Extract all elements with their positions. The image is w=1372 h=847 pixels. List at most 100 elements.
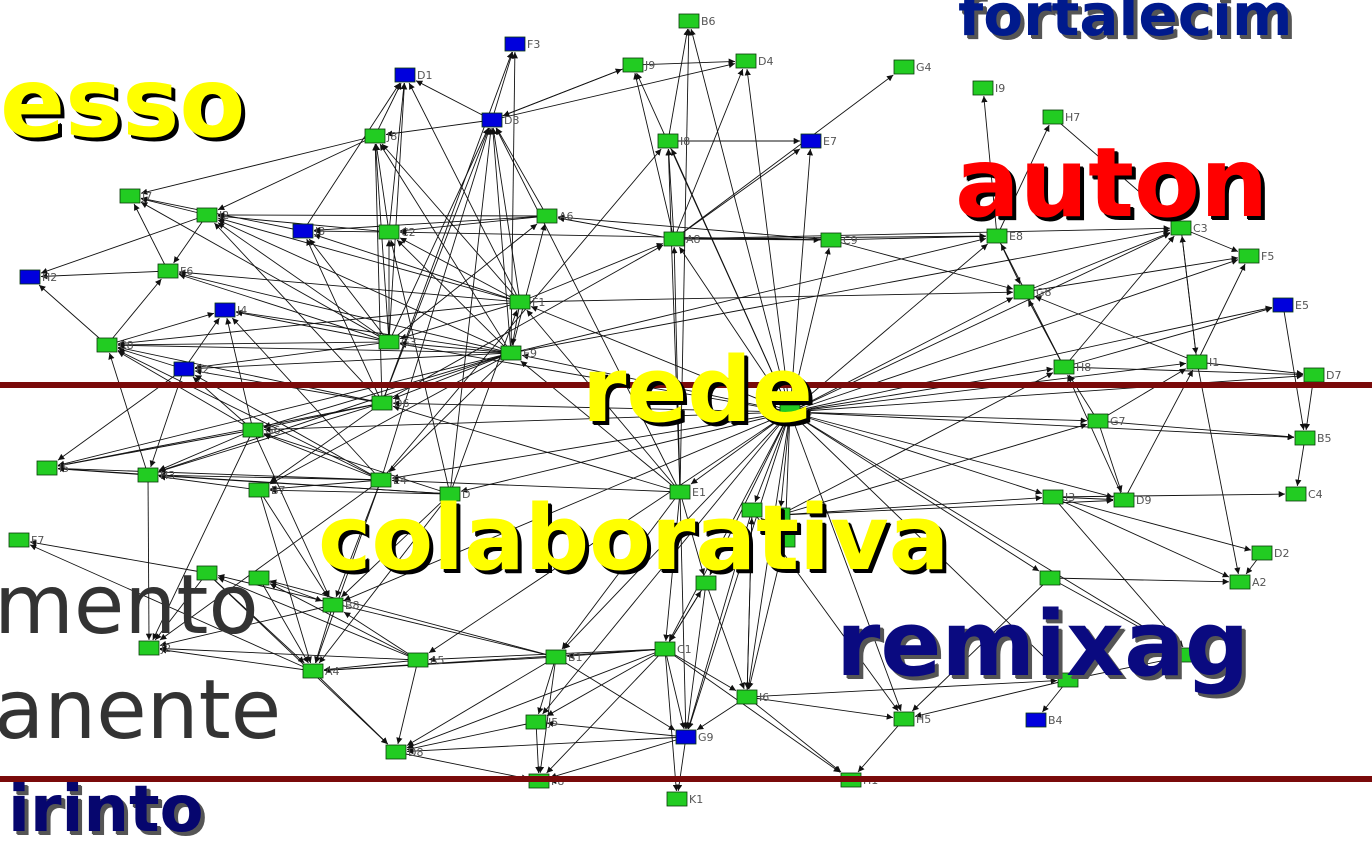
- edge-G6-B8: [252, 429, 330, 598]
- edge-G6-C8: [117, 351, 254, 431]
- edge-D-F1: [449, 309, 518, 495]
- edge-N2-I6: [747, 539, 786, 690]
- node-label: D8: [408, 746, 423, 759]
- edge-E1-B1: [561, 491, 681, 650]
- edge-G9-K1: [675, 736, 687, 792]
- edge-C1-I6: [664, 648, 737, 691]
- edge-E1-B6: [679, 28, 692, 493]
- node-label: C8: [119, 339, 134, 352]
- node-box: [741, 502, 763, 518]
- edge-E1-I8: [665, 148, 681, 493]
- node-E1: E1: [669, 484, 706, 500]
- edge-A8-J9: [633, 72, 675, 240]
- node-D2: D2: [1251, 545, 1289, 561]
- edge-E4-I5: [57, 465, 382, 481]
- node-label: B5: [1317, 432, 1332, 445]
- edge-H5-H1: [857, 718, 905, 773]
- node-box: [545, 649, 567, 665]
- edge-J6-J5: [542, 411, 791, 715]
- edge-E6-G8: [996, 235, 1021, 285]
- edge-E4-D3: [380, 127, 491, 481]
- node-H7: H7: [1042, 109, 1080, 125]
- node-E5: E5: [1272, 297, 1309, 313]
- edge-D3-J8: [385, 119, 493, 137]
- node-box: [666, 791, 688, 807]
- node-label: A8: [686, 233, 701, 246]
- edge-C3-I1: [1180, 227, 1199, 355]
- edge-C1-D8: [406, 648, 666, 749]
- node-label: J4: [236, 304, 247, 317]
- node-box: [1170, 220, 1192, 236]
- edge-G3-C8: [117, 341, 390, 348]
- node-label: C1: [677, 643, 692, 656]
- edge-A8-I8: [665, 148, 675, 240]
- node-label: G9: [698, 731, 714, 744]
- node-label: B7: [271, 484, 286, 497]
- edge-B1-N9: [269, 579, 557, 658]
- edge-E1-N4: [679, 491, 705, 576]
- edge-J3-J7: [140, 196, 304, 232]
- edge-F1-F6: [178, 269, 521, 303]
- node-box: [820, 232, 842, 248]
- edge-H8-G8: [1027, 299, 1065, 368]
- edge-C1-K1: [664, 648, 680, 792]
- edge-J6-D7: [789, 373, 1304, 413]
- edge-G3-J8: [372, 143, 390, 343]
- edge-J6-B5: [789, 411, 1295, 441]
- edge-I1-D7: [1196, 361, 1304, 377]
- node-label: G8: [1036, 286, 1052, 299]
- edge-E4-J2: [159, 479, 382, 641]
- node-H3: H3: [137, 467, 175, 483]
- node-J4: J4: [214, 302, 247, 318]
- edge-H8-C3: [1063, 235, 1175, 368]
- edge-A8-A6: [557, 216, 675, 240]
- edge-H7-C3: [1052, 116, 1173, 221]
- edge-N9-B8: [258, 577, 323, 602]
- node-box: [19, 269, 41, 285]
- word-auton: auton: [955, 127, 1269, 239]
- edge-C9-E6: [830, 233, 987, 241]
- node-label: C3: [1193, 222, 1208, 235]
- node-box: [986, 228, 1008, 244]
- edge-F1-J3: [313, 233, 521, 303]
- edge-D6-J3: [306, 238, 383, 404]
- graph-edges: [29, 28, 1315, 792]
- node-box: [509, 294, 531, 310]
- node-C4: C4: [1285, 486, 1323, 502]
- node-label: H8: [1076, 361, 1091, 374]
- node-label: E5: [1295, 299, 1309, 312]
- edge-D-B7: [269, 487, 451, 495]
- edge-I6-H5: [746, 696, 894, 720]
- node-box: [893, 711, 915, 727]
- node-box: [1303, 367, 1325, 383]
- edge-D6-A8: [381, 244, 664, 404]
- node-box: [322, 597, 344, 613]
- node-C2: C2: [378, 224, 416, 240]
- edge-D3-J9: [491, 68, 623, 121]
- edge-D6-I5: [57, 402, 383, 468]
- node-G6: G6: [242, 422, 281, 438]
- node-label: J2: [160, 642, 171, 655]
- edge-G8-C3: [1023, 231, 1171, 293]
- node-label: F7: [31, 534, 44, 547]
- node-I6: I6: [736, 689, 769, 705]
- edge-E4-I8: [380, 148, 662, 481]
- node-label: G4: [916, 61, 932, 74]
- node-label: B4: [1048, 714, 1063, 727]
- node-box: [504, 36, 526, 52]
- node-F2: F2: [173, 361, 209, 377]
- edge-J6-E4: [391, 411, 791, 481]
- node-J2: J2: [138, 640, 171, 656]
- node-box: [669, 484, 691, 500]
- node-label: F1: [532, 296, 545, 309]
- edge-J3-D1: [302, 82, 401, 232]
- node-N1: [769, 507, 791, 523]
- node-E4: E4: [370, 472, 407, 488]
- edge-B5-C4: [1295, 437, 1306, 487]
- edge-J6-F5: [789, 258, 1239, 413]
- edge-E9-C2: [396, 239, 512, 354]
- edge-E1-D6: [392, 405, 681, 493]
- node-box: [157, 263, 179, 279]
- edge-G8-F5: [1023, 255, 1239, 293]
- divider-bar-bottom: [0, 776, 1372, 782]
